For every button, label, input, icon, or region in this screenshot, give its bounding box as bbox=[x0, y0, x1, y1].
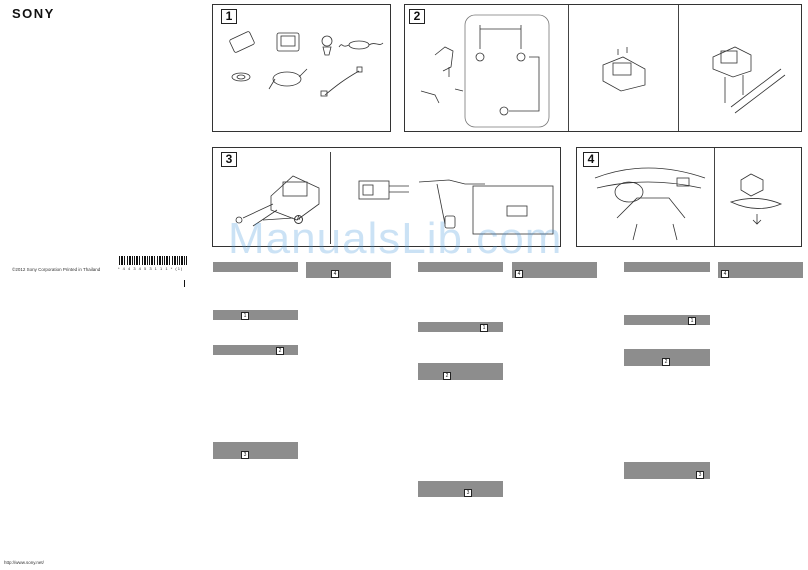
copyright-text: ©2012 Sony Corporation Printed in Thaila… bbox=[12, 267, 101, 272]
col2-header-4: 4 bbox=[512, 262, 597, 278]
panel-2-divider-a bbox=[568, 5, 569, 131]
panel-2-mounting: 2 bbox=[404, 4, 802, 132]
col3-header-top bbox=[624, 262, 710, 272]
panel-4-number: 4 bbox=[583, 152, 599, 167]
barcode-number: * 4 4 3 4 5 3 1 1 1 * (1) bbox=[118, 266, 184, 271]
mounting-illustration bbox=[420, 14, 786, 128]
col1-header-3: 3 bbox=[213, 442, 298, 459]
col2-header-1: 1 bbox=[418, 322, 503, 332]
panel-3-number: 3 bbox=[221, 152, 237, 167]
panel-4-divider bbox=[714, 148, 715, 246]
placement-illustration bbox=[594, 167, 783, 241]
col3-header-3: 3 bbox=[624, 462, 710, 479]
footer-url[interactable]: http://www.sony.net/ bbox=[4, 560, 44, 565]
panel-2-divider-b bbox=[678, 5, 679, 131]
col3-header-2: 2 bbox=[624, 349, 710, 366]
col3-header-4: 4 bbox=[718, 262, 803, 278]
callout-a: A bbox=[294, 215, 303, 224]
col3-header-1: 1 bbox=[624, 315, 710, 325]
col1-header-1: 1 bbox=[213, 310, 298, 320]
col2-header-top bbox=[418, 262, 503, 272]
col1-header-2: 2 bbox=[213, 345, 298, 355]
panel-3-divider bbox=[330, 152, 331, 244]
parts-illustration bbox=[229, 31, 384, 97]
connection-illustration bbox=[235, 175, 554, 235]
panel-1-number: 1 bbox=[221, 9, 237, 24]
sony-logo: SONY bbox=[12, 6, 55, 21]
panel-1-parts: 1 bbox=[212, 4, 391, 132]
panel-4-placement: 4 bbox=[576, 147, 802, 247]
col1-header-4: 4 bbox=[306, 262, 391, 278]
col2-header-3: 3 bbox=[418, 481, 503, 497]
col1-header-top bbox=[213, 262, 298, 272]
panel-3-connection: 3 A bbox=[212, 147, 561, 247]
panel-2-number: 2 bbox=[409, 9, 425, 24]
col2-header-2: 2 bbox=[418, 363, 503, 380]
